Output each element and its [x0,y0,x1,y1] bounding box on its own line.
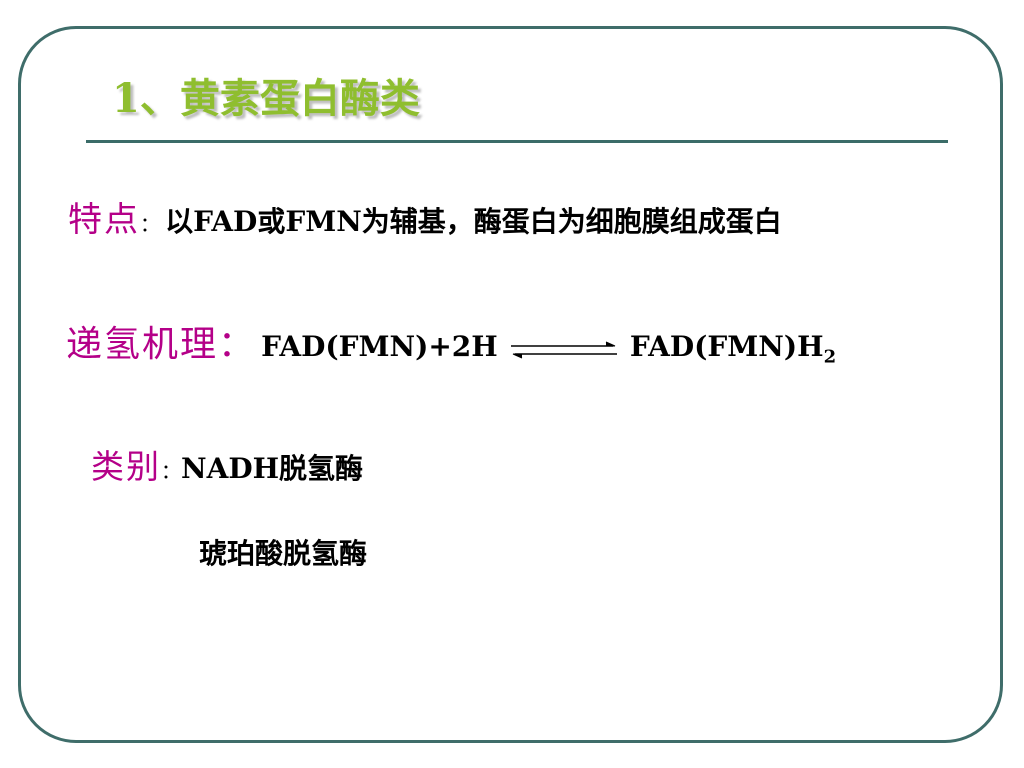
category-label: 类别 [91,447,161,486]
category-row: 类别：NADH脱氢酶 [91,440,363,488]
slide-frame [18,26,1003,743]
category-item-succinate: 琥珀酸脱氢酶 [199,537,368,570]
mechanism-row: 递氢机理： FAD(FMN)+2H FAD(FMN)H2 [66,315,836,368]
feature-row: 特点： 以FAD或FMN为辅基，酶蛋白为细胞膜组成蛋白 [68,192,782,241]
title-divider [86,140,948,143]
reaction-right-subscript: 2 [823,346,837,368]
feature-colon: ： [140,212,160,236]
feature-text: 以FAD或FMN为辅基，酶蛋白为细胞膜组成蛋白 [165,205,782,238]
feature-label: 特点 [68,200,140,240]
category-item-nadh: NADH脱氢酶 [181,452,364,485]
reaction-right: FAD(FMN)H2 [629,330,836,368]
mechanism-label: 递氢机理： [66,324,257,365]
reversible-arrow-icon [509,340,619,364]
slide-title: 1、黄素蛋白酶类 [112,75,420,122]
reaction-right-main: FAD(FMN)H [629,330,824,363]
reaction-left: FAD(FMN)+2H [261,330,498,363]
category-colon: ： [161,459,181,483]
